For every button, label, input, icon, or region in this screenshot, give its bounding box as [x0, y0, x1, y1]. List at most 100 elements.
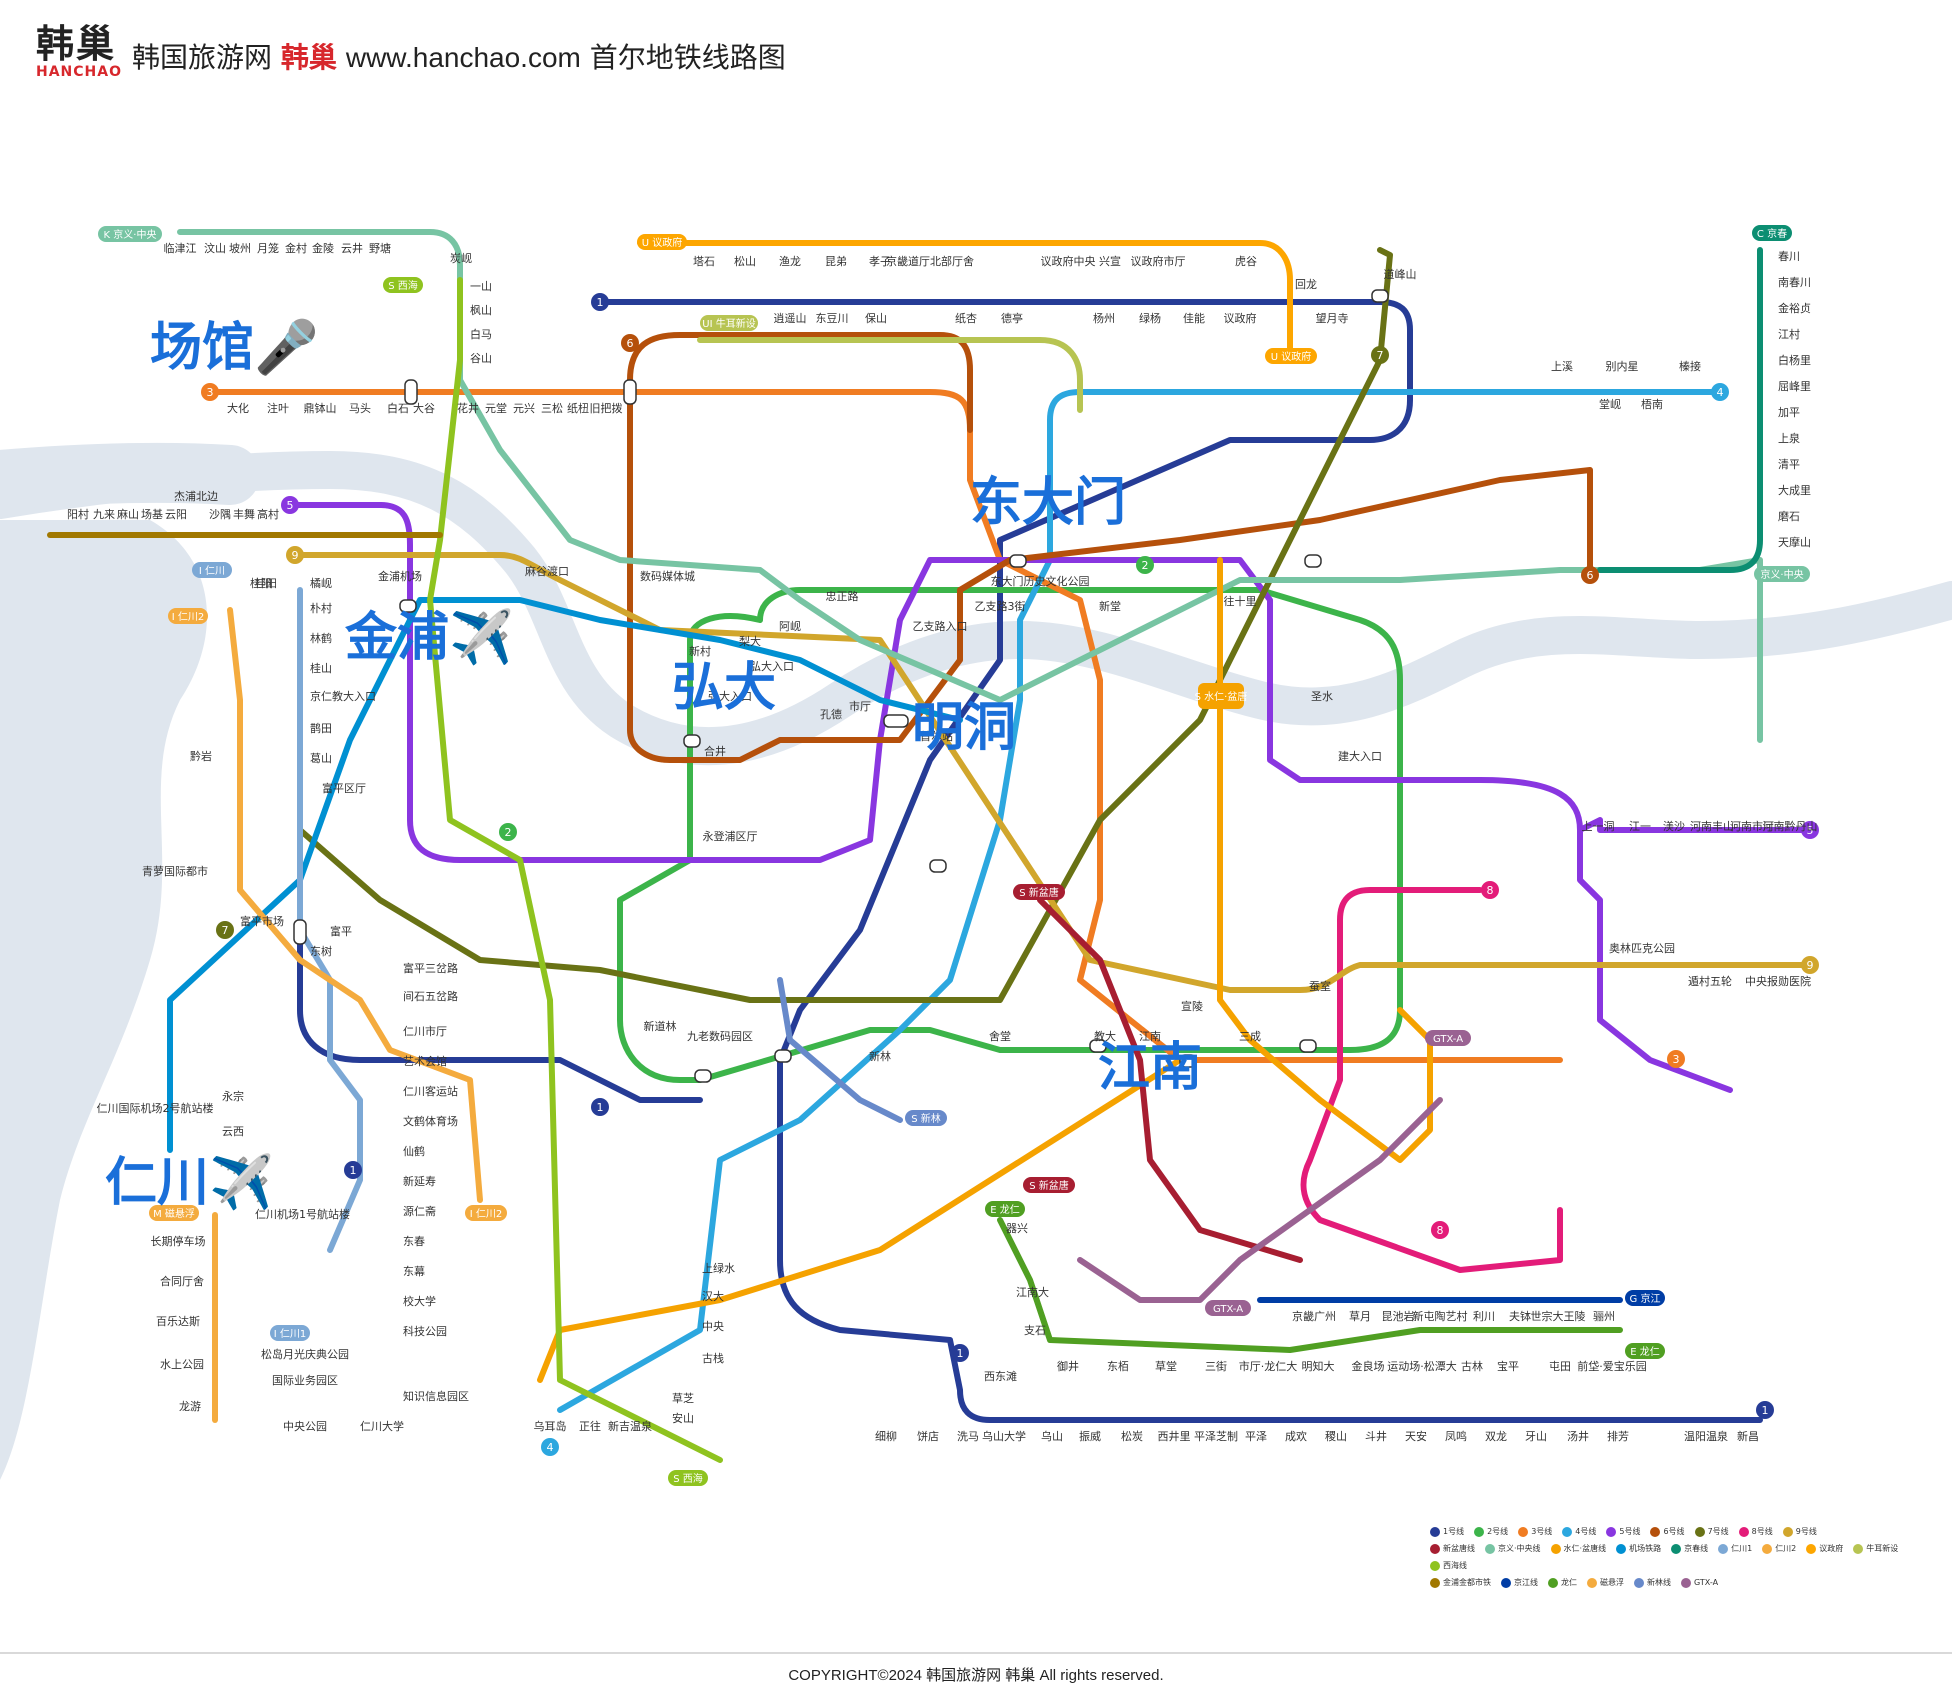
station-label-icheon[interactable]: 利川	[1473, 1310, 1495, 1323]
station-label-jungang[interactable]: 中央	[702, 1320, 724, 1333]
station-label-sindun[interactable]: 新屯陶艺村	[1413, 1309, 1468, 1323]
station-label-gapyeong[interactable]: 加平	[1778, 406, 1800, 419]
station-label-jihaeng[interactable]: 纸杏	[955, 312, 977, 325]
station-label-gongdeok[interactable]: 孔德	[820, 707, 842, 721]
station-label-dunchon-oryun[interactable]: 遁村五轮	[1688, 974, 1732, 988]
tag-i-incheon2-b[interactable]	[465, 1205, 507, 1221]
line3-badge-west[interactable]	[201, 383, 219, 401]
station-label-central-park[interactable]: 中央公园	[283, 1420, 327, 1433]
station-label-heungseon[interactable]: 兴宣	[1099, 254, 1121, 268]
station-label-bupyeong[interactable]: 富平	[330, 924, 352, 938]
station-label-osan[interactable]: 乌山	[1041, 1429, 1063, 1443]
station-label-seodongtan[interactable]: 西东滩	[984, 1369, 1017, 1383]
station-label-gupabal[interactable]: 旧把拨	[590, 401, 623, 415]
station-label-hanam-cityhall[interactable]: 河南市厅	[1730, 819, 1774, 833]
station-label-hapjeong[interactable]: 合井	[704, 744, 726, 758]
station-label-ewha[interactable]: 梨大	[739, 634, 761, 648]
station-label-bongmyeong[interactable]: 凤鸣	[1445, 1429, 1467, 1443]
line2-badge-east[interactable]	[1136, 556, 1154, 574]
tag-u-uijeongbu2[interactable]	[1265, 348, 1317, 364]
station-label-dujeong[interactable]: 斗井	[1365, 1429, 1387, 1443]
tag-s-suin[interactable]	[1198, 683, 1244, 709]
station-label-unjeong[interactable]: 云井	[341, 241, 363, 255]
station-label-sinchon[interactable]: 新村	[689, 644, 711, 658]
station-label-guro-digital[interactable]: 九老数码园区	[687, 1030, 753, 1043]
line8-badge-south[interactable]	[1431, 1221, 1449, 1239]
station-label-pungsan[interactable]: 枫山	[470, 303, 492, 317]
station-label-samsong[interactable]: 三松	[541, 401, 563, 415]
tag-u-uijeongbu[interactable]	[637, 234, 687, 250]
station-label-gurae[interactable]: 九来	[93, 508, 115, 521]
station-label-gojan[interactable]: 古栈	[702, 1351, 724, 1365]
station-label-incheon-cityhall[interactable]: 仁川市厅	[403, 1024, 447, 1038]
station-label-government-complex[interactable]: 合同厅舍	[160, 1274, 204, 1288]
line6-badge-west[interactable]	[621, 334, 639, 352]
station-label-geumneung[interactable]: 金陵	[312, 241, 334, 255]
tag-k-gyeongui[interactable]	[98, 226, 162, 242]
line7-badge-west[interactable]	[216, 921, 234, 939]
station-label-onam[interactable]: 梧南	[1641, 397, 1663, 411]
station-label-pungmu[interactable]: 丰舞	[233, 508, 255, 521]
station-label-geomam[interactable]: 黔岩	[190, 749, 212, 763]
station-label-hanam-pungsan[interactable]: 河南丰山	[1690, 820, 1734, 833]
station-label-tangjeong[interactable]: 汤井	[1567, 1429, 1589, 1443]
station-label-gimyujeong[interactable]: 金裕贞	[1778, 301, 1811, 315]
station-label-dongducheon[interactable]: 东豆川	[816, 312, 849, 325]
line3-badge-east[interactable]	[1667, 1050, 1685, 1068]
station-label-wondang[interactable]: 元堂	[485, 402, 507, 415]
station-label-singil-oncheon[interactable]: 新吉温泉	[608, 1419, 652, 1433]
station-label-choji[interactable]: 草芝	[672, 1392, 694, 1405]
station-marker-yeonsinnae[interactable]	[623, 379, 637, 405]
station-label-woninjae[interactable]: 源仁斋	[403, 1204, 436, 1218]
station-label-daegok[interactable]: 大谷	[413, 401, 435, 415]
station-label-moonlight-park[interactable]: 松岛月光庆典公园	[261, 1347, 349, 1361]
station-marker-hapjeong[interactable]	[683, 734, 701, 748]
station-label-hanam-geomdansan[interactable]: 河南黔丹山	[1763, 819, 1818, 833]
station-label-geolpo[interactable]: 杰浦北边	[174, 490, 218, 503]
station-label-mangwolsa[interactable]: 望月寺	[1316, 312, 1349, 325]
station-label-jinwi[interactable]: 振威	[1079, 1429, 1101, 1443]
station-label-gangil[interactable]: 江一	[1629, 820, 1651, 833]
station-label-gulbongsan[interactable]: 屈峰里	[1778, 380, 1811, 393]
tag-i-incheon1[interactable]	[270, 1325, 310, 1341]
station-label-everland[interactable]: 前垈·爱宝乐园	[1577, 1359, 1647, 1373]
tag-i-incheon2[interactable]	[168, 608, 208, 624]
station-label-ganeung[interactable]: 佳能	[1183, 311, 1205, 325]
station-label-cheongna[interactable]: 青萝国际都市	[142, 864, 208, 878]
station-label-sillim[interactable]: 新林	[869, 1049, 891, 1063]
station-marker-gyodae[interactable]	[1179, 1054, 1197, 1068]
station-label-dongmak[interactable]: 东幕	[403, 1264, 425, 1278]
station-label-paradise-city[interactable]: 百乐达斯	[156, 1315, 200, 1328]
station-label-gimpo-airport[interactable]: 金浦机场	[378, 569, 422, 583]
line4-badge-south[interactable]	[541, 1438, 559, 1456]
station-label-gyesan[interactable]: 桂山	[310, 661, 332, 675]
station-marker-jamsil[interactable]	[1299, 1039, 1317, 1053]
tag-g-gyeonggang[interactable]	[1625, 1290, 1665, 1306]
tag-s-seohae-bottom[interactable]	[668, 1470, 708, 1486]
station-label-geumchon[interactable]: 金村	[285, 241, 307, 255]
station-label-seryu[interactable]: 细柳	[875, 1429, 897, 1443]
line5-badge-west[interactable]	[281, 496, 299, 514]
tag-gtx-a2[interactable]	[1205, 1300, 1251, 1316]
station-label-campus-town[interactable]: 校大学	[403, 1294, 436, 1308]
station-label-gyeonggi-gwangju[interactable]: 京畿广州	[1292, 1309, 1336, 1323]
station-label-dunjeon[interactable]: 屯田	[1549, 1360, 1571, 1373]
tag-e-yongin2[interactable]	[1625, 1343, 1665, 1359]
station-label-handae[interactable]: 汉大	[702, 1289, 724, 1303]
station-label-wollong[interactable]: 月笼	[257, 241, 279, 255]
station-label-sangcheon[interactable]: 上泉	[1778, 431, 1800, 445]
station-label-misa[interactable]: 渼沙	[1663, 819, 1685, 833]
station-label-cheonmasan[interactable]: 天摩山	[1778, 535, 1811, 549]
station-label-uijeongbu[interactable]: 议政府	[1224, 311, 1257, 325]
station-label-konkuk[interactable]: 建大入口	[1338, 749, 1382, 763]
station-label-dongsu[interactable]: 东树	[310, 944, 332, 958]
station-label-yongin-univ[interactable]: 市厅·龙仁大	[1239, 1359, 1298, 1373]
station-label-dongbaek[interactable]: 东栢	[1107, 1360, 1129, 1373]
station-label-technopark[interactable]: 科技公园	[403, 1324, 447, 1338]
line1-badge-incheon[interactable]	[591, 1098, 609, 1116]
station-label-ganseok-ogeori[interactable]: 间石五岔路	[403, 990, 458, 1003]
station-label-gangchon[interactable]: 江村	[1778, 327, 1800, 341]
station-label-seolleung[interactable]: 宣陵	[1181, 999, 1203, 1013]
station-label-myongji-univ[interactable]: 明知大	[1302, 1359, 1335, 1373]
station-label-bubal[interactable]: 夫钵	[1509, 1309, 1531, 1323]
